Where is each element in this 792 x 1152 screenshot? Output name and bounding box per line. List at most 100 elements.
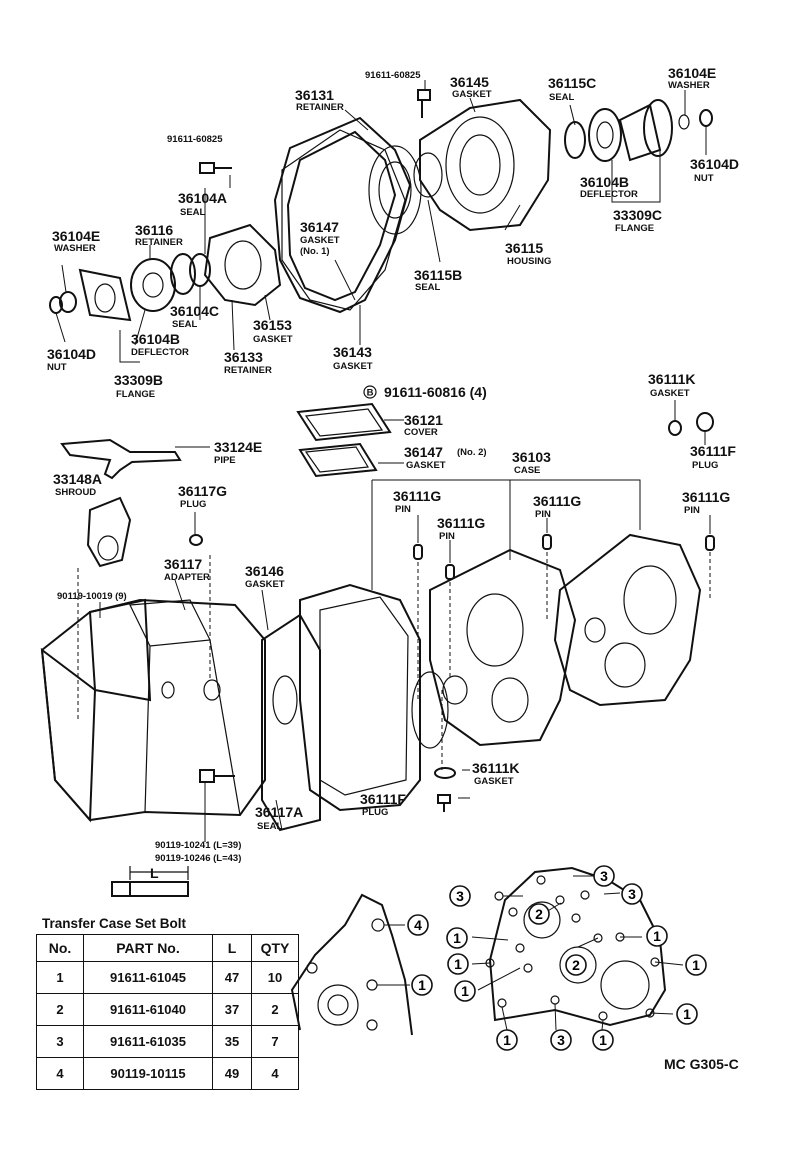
desc-36104e-left: WASHER	[54, 243, 96, 254]
callout-1-b: 1	[446, 927, 468, 949]
svg-text:2: 2	[535, 906, 543, 922]
callout-1-h: 1	[496, 1029, 518, 1051]
desc-36115: HOUSING	[507, 256, 551, 267]
label-36104e-left: 36104E	[52, 228, 100, 244]
gasket-36146	[261, 613, 321, 832]
desc-36117: ADAPTER	[164, 572, 210, 583]
desc-36117a: SEAL	[257, 821, 283, 832]
desc-36111g-3: PIN	[535, 509, 551, 520]
lower-small-parts	[111, 767, 470, 897]
middle-small-parts	[60, 402, 715, 580]
callout-1-f: 1	[685, 954, 707, 976]
header-part-no: PART No.	[83, 934, 213, 962]
svg-text:2: 2	[572, 957, 580, 973]
label-36104e-right: 36104E	[668, 65, 716, 81]
label-90119-10246: 90119-10246 (L=43)	[155, 853, 241, 864]
sub-36147-no2: (No. 2)	[457, 447, 487, 458]
desc-36147-no2: GASKET	[406, 460, 446, 471]
table-title: Transfer Case Set Bolt	[42, 916, 187, 931]
cell-l: 37	[212, 993, 252, 1026]
callout-1-a: 1	[411, 974, 433, 996]
label-36145: 36145	[450, 74, 489, 90]
desc-36111g-1: PIN	[395, 504, 411, 515]
diagram-code: MC G305-C	[664, 1056, 739, 1072]
cell-qty: 4	[251, 1057, 299, 1090]
desc-36104d-right: NUT	[694, 173, 714, 184]
header-qty: QTY	[251, 934, 299, 962]
svg-text:1: 1	[599, 1032, 607, 1048]
middle-leader-lines	[77, 400, 711, 770]
part-labels: 91611-60825 36145 GASKET 36115C SEAL 361…	[47, 65, 739, 881]
callout-4: 4	[407, 914, 429, 936]
label-36111g-3: 36111G	[533, 493, 581, 509]
upper-rear-output-assembly	[49, 89, 713, 322]
label-36121: 36121	[404, 412, 443, 428]
label-36115b: 36115B	[414, 267, 462, 283]
desc-36153: GASKET	[253, 334, 293, 345]
desc-33309b: FLANGE	[116, 389, 155, 400]
label-36153: 36153	[253, 317, 292, 333]
cell-no: 4	[36, 1057, 84, 1090]
label-90119-10019: 90119-10019 (9)	[57, 591, 127, 602]
desc-36104a: SEAL	[180, 207, 206, 218]
desc-36103: CASE	[514, 465, 540, 476]
label-36111g-4: 36111G	[682, 489, 730, 505]
case-36103	[429, 548, 577, 747]
svg-text:1: 1	[453, 930, 461, 946]
desc-36145: GASKET	[452, 89, 492, 100]
label-36131: 36131	[295, 87, 334, 103]
label-36147-no1: 36147	[300, 219, 339, 235]
callout-3-c: 3	[621, 883, 643, 905]
callout-3-b: 3	[593, 865, 615, 887]
table-row: 1 91611-61045 47 10	[36, 961, 299, 994]
case-rear	[553, 533, 702, 707]
svg-text:3: 3	[600, 868, 608, 884]
bolt-callouts: 3 3 3 3 2 2 4 1 1 1 1 1 1 1 1 1 1 1	[407, 865, 707, 1051]
desc-36116: RETAINER	[135, 237, 183, 248]
table-row: 4 90119-10115 49 4	[36, 1057, 299, 1090]
desc-36146: GASKET	[245, 579, 285, 590]
bolt-length-label: L	[150, 865, 159, 881]
desc-36111g-2: PIN	[439, 531, 455, 542]
label-91611-60825-left: 91611-60825	[167, 134, 223, 145]
adapter-36117	[40, 598, 266, 823]
label-36104b-right: 36104B	[580, 174, 629, 190]
label-91611-60816: 91611-60816 (4)	[384, 384, 487, 400]
label-36116: 36116	[135, 222, 173, 238]
label-36111g-2: 36111G	[437, 515, 485, 531]
label-36115: 36115	[505, 240, 543, 256]
desc-36115b: SEAL	[415, 282, 441, 293]
cell-qty: 10	[251, 961, 299, 994]
label-33309c: 33309C	[613, 207, 662, 223]
svg-text:3: 3	[456, 888, 464, 904]
sub-36147-no1: (No. 1)	[300, 246, 330, 257]
callout-1-d: 1	[454, 980, 476, 1002]
label-36117g: 36117G	[178, 483, 227, 499]
b-badge	[363, 385, 377, 399]
callout-3-d: 3	[550, 1029, 572, 1051]
cell-part: 91611-61040	[83, 993, 213, 1026]
callout-1-e: 1	[646, 925, 668, 947]
cell-l: 49	[212, 1057, 252, 1090]
label-36117a: 36117A	[255, 804, 303, 820]
label-36115c: 36115C	[548, 75, 596, 91]
label-33124e: 33124E	[214, 439, 262, 455]
desc-36104b-left: DEFLECTOR	[131, 347, 189, 358]
label-36146: 36146	[245, 563, 284, 579]
callout-1-i: 1	[592, 1029, 614, 1051]
desc-36104c: SEAL	[172, 319, 198, 330]
label-36147-no2: 36147	[404, 444, 443, 460]
desc-36111k-bottom: GASKET	[474, 776, 514, 787]
table-row: 2 91611-61040 37 2	[36, 993, 299, 1026]
callout-1-g: 1	[676, 1003, 698, 1025]
cell-l: 47	[212, 961, 252, 994]
desc-36111g-4: PIN	[684, 505, 700, 516]
callout-3-a: 3	[449, 885, 471, 907]
desc-36111f-top: PLUG	[692, 460, 718, 471]
label-36111k-top: 36111K	[648, 371, 696, 387]
svg-text:3: 3	[557, 1032, 565, 1048]
label-91611-60825-top: 91611-60825	[365, 70, 421, 81]
callout-2-b: 2	[565, 954, 587, 976]
table-row: 3 91611-61035 35 7	[36, 1025, 299, 1058]
